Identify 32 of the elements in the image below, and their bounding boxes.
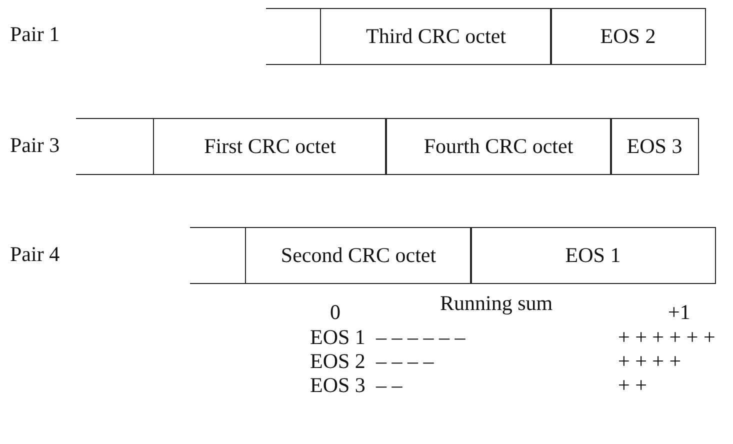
field-label: EOS 3 <box>626 134 682 159</box>
field-label: First CRC octet <box>204 134 336 159</box>
sign-sequence: – – – – <box>376 349 434 374</box>
row-label: Pair 1 <box>10 22 60 47</box>
sign-sequence: – – <box>376 373 402 398</box>
row-label: Pair 4 <box>10 242 60 267</box>
field-label: Fourth CRC octet <box>424 134 574 159</box>
row-label: Pair 3 <box>10 133 60 158</box>
field-label: Third CRC octet <box>366 24 506 49</box>
row-label: EOS 3 <box>310 373 366 398</box>
column-heading: +1 <box>668 300 690 325</box>
row-label: EOS 2 <box>310 349 366 374</box>
table-heading: Running sum <box>440 291 553 316</box>
field-box <box>385 118 612 175</box>
partial-field <box>190 227 247 284</box>
field-box <box>610 118 699 175</box>
field-label: EOS 1 <box>565 243 621 268</box>
sign-sequence: + + <box>618 373 647 398</box>
sign-sequence: – – – – – – <box>376 325 466 350</box>
column-heading: 0 <box>330 300 340 325</box>
partial-field <box>76 118 155 175</box>
field-box <box>470 227 716 284</box>
field-box <box>320 8 552 65</box>
field-box <box>153 118 387 175</box>
sign-sequence: + + + + + + <box>618 325 716 350</box>
field-label: Second CRC octet <box>280 243 436 268</box>
row-label: EOS 1 <box>310 325 366 350</box>
partial-field <box>266 8 322 65</box>
field-label: EOS 2 <box>600 24 656 49</box>
field-box <box>245 227 472 284</box>
sign-sequence: + + + + <box>618 349 682 374</box>
field-box <box>550 8 706 65</box>
